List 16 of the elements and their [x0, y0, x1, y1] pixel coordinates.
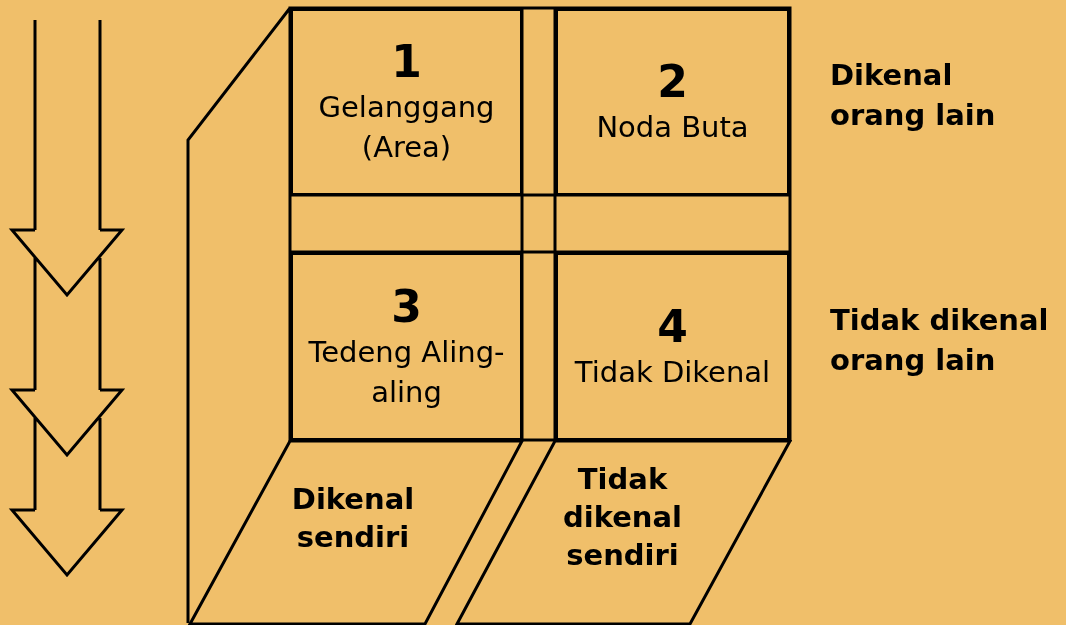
quadrant-title: Tedeng Aling-aling [307, 333, 506, 411]
quadrant-title: Tidak Dikenal [574, 353, 771, 391]
row-label: Dikenal orang lain [830, 57, 997, 134]
quadrant-title: Noda Buta [596, 109, 749, 146]
quadrant-box [555, 252, 790, 441]
quadrant-box [555, 8, 790, 196]
quadrant-number: 4 [657, 301, 688, 352]
parallelogram-label: Tidak dikenal sendiri [562, 461, 683, 574]
quadrant-title: Gelanggang (Area) [317, 89, 496, 166]
parallelogram-label: Dikenal sendiri [290, 481, 416, 556]
quadrant-box [290, 8, 523, 196]
row-label: Tidak dikenal orang lain [830, 302, 1050, 379]
quadrant-box [290, 252, 523, 441]
quadrant-number: 2 [657, 57, 688, 107]
quadrant-number: 1 [391, 37, 422, 87]
quadrant-number: 3 [391, 281, 422, 332]
